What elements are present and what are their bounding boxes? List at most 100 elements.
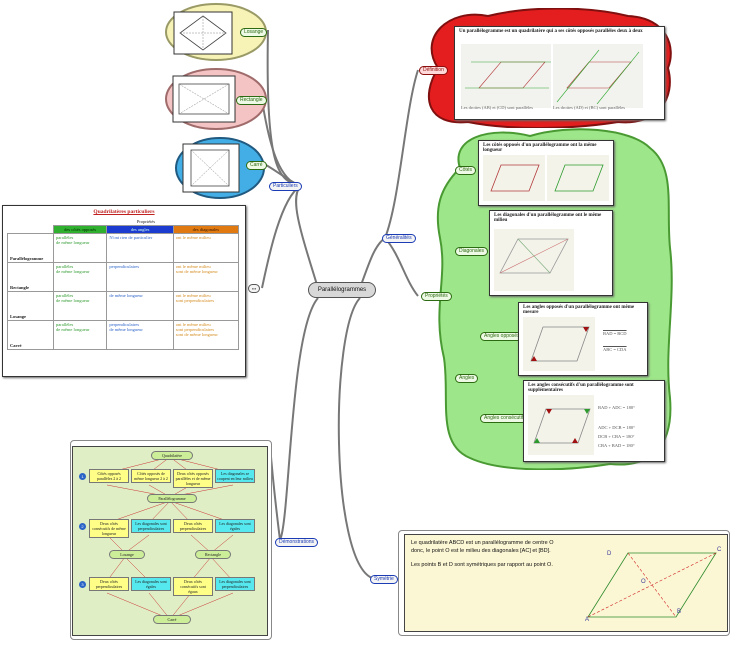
- demo-r3-2: Deux côtés consécutifs sont égaux: [173, 577, 213, 596]
- branch-demonstrations[interactable]: Démonstrations: [275, 538, 319, 547]
- sym-point-a: A: [585, 617, 590, 623]
- diagonales-title: Les diagonales d'un parallélogramme ont …: [494, 213, 602, 223]
- losange-label[interactable]: Losange: [240, 28, 268, 37]
- angles-consecutifs-eq3: DCB + CBA = 180°: [598, 434, 635, 439]
- cotes-figure-2: [547, 155, 609, 201]
- quad-table-group: Propriétés: [136, 219, 156, 224]
- demo-r2-1: Les diagonales sont perpendiculaires: [131, 519, 171, 533]
- angles-opposes-eq2: ABC = CDA: [603, 347, 627, 352]
- branch-symetrie[interactable]: Symétrie: [370, 575, 398, 584]
- sym-point-o: O: [641, 579, 646, 585]
- cotes-card: Les côtés opposés d'un parallélogramme o…: [478, 140, 614, 206]
- definition-caption-left: Les droites (AB) et (CD) sont parallèles: [461, 105, 533, 110]
- quad-table-cell-item: de même longueur: [56, 298, 90, 303]
- quad-table-cell-item: sont perpendiculaires: [175, 327, 215, 332]
- cotes-title: Les côtés opposés d'un parallélogramme o…: [483, 143, 597, 153]
- quad-table-cell-item: ont le même milieu: [175, 264, 211, 269]
- demo-r3-3: Les diagonales sont perpendiculaires: [215, 577, 255, 591]
- symetrie-line1: Le quadrilatère ABCD est un parallélogra…: [411, 540, 554, 546]
- sym-point-d: D: [607, 551, 612, 557]
- angles-consecutifs-eq4: CBA + BAD = 180°: [598, 443, 635, 448]
- angles-opposes-figure: [523, 317, 595, 371]
- rectangle-label[interactable]: Rectangle: [236, 96, 267, 105]
- diagonales-label[interactable]: Diagonales: [455, 247, 489, 256]
- demo-r2-0: Deux côtés consécutifs de même longueur: [89, 519, 129, 538]
- branch-particuliers[interactable]: Particuliers: [269, 182, 302, 191]
- proprietes-label[interactable]: Propriétés: [421, 292, 452, 301]
- demo-parallelogramme: Parallélogramme: [147, 494, 197, 503]
- quad-table-cell-item: parallèles: [56, 293, 74, 298]
- central-topic-text: Parallélogrammes: [317, 287, 367, 293]
- quad-table-card: Quadrilatères particuliers Propriétés de…: [2, 205, 246, 377]
- central-topic[interactable]: Parallélogrammes: [308, 282, 376, 298]
- definition-figure-left: [461, 44, 551, 108]
- quad-table-cell-item: de même longueur: [56, 327, 90, 332]
- demo-r2-3: Les diagonales sont égales: [215, 519, 255, 533]
- diagonales-card: Les diagonales d'un parallélogramme ont …: [489, 210, 613, 296]
- demo-r2-2: Deux côtés perpendiculaires: [173, 519, 213, 533]
- angles-consecutifs-eq2: ADC + DCB = 180°: [598, 425, 635, 430]
- angles-label[interactable]: Angles: [455, 374, 479, 383]
- demo-rectangle: Rectangle: [195, 550, 231, 559]
- demo-r3-1: Les diagonales sont égales: [131, 577, 171, 591]
- quad-table-cell-item: ont le même milieu: [175, 293, 211, 298]
- quad-table-cell: ont le même milieu: [172, 233, 240, 263]
- definition-label[interactable]: Définition: [419, 66, 448, 75]
- quad-table-cell: perpendiculaires: [106, 262, 174, 292]
- quad-table-cell-item: de même longueur: [56, 269, 90, 274]
- quad-table-cell-item: sont de même longueur: [175, 269, 218, 274]
- demo-r1-3: Les diagonales se coupent en leur milieu: [215, 469, 255, 483]
- quad-table-row-name: Carré: [7, 320, 54, 350]
- symetrie-line3: Les points B et D sont symétriques par r…: [411, 562, 553, 568]
- sym-point-c: C: [717, 547, 722, 553]
- demo-step-3: 3: [79, 581, 86, 588]
- symetrie-line2: donc, le point O est le milieu des diago…: [411, 548, 551, 554]
- quad-table-cell-item: sont perpendiculaires: [175, 298, 215, 303]
- angles-opposes-title: Les angles opposés d'un parallélogramme …: [523, 305, 635, 315]
- col-angles: des angles: [106, 225, 174, 234]
- quad-table-cell-item: perpendiculaires: [109, 322, 140, 327]
- quad-table: Propriétés des côtés opposés des angles …: [7, 218, 240, 350]
- demo-r1-1: Côtés opposés de même longueur 2 à 2: [131, 469, 171, 483]
- angles-consecutifs-title: Les angles consécutifs d'un parallélogra…: [528, 383, 634, 393]
- quad-table-title: Quadrilatères particuliers: [93, 209, 155, 215]
- quad-table-cell-item: N'ont rien de particulier: [109, 235, 153, 240]
- branch-generalites[interactable]: Généralités: [382, 234, 416, 243]
- demo-r3-0: Deux côtés perpendiculaires: [89, 577, 129, 591]
- symetrie-figure: [587, 552, 717, 618]
- angles-opposes-eq1: BAD = BCD: [603, 331, 627, 336]
- quad-table-cell-item: ont le même milieu: [175, 235, 211, 240]
- quad-table-cell: N'ont rien de particulier: [106, 233, 174, 263]
- quad-table-cell-item: sont de même longueur: [175, 332, 218, 337]
- demo-step-1: 1: [79, 473, 86, 480]
- demo-r1-0: Côtés opposés parallèles 2 à 2: [89, 469, 129, 483]
- sym-point-b: B: [677, 609, 682, 615]
- quad-table-cell-item: perpendiculaires: [109, 264, 140, 269]
- cotes-figure-1: [483, 155, 545, 201]
- definition-text: Un parallélogramme est un quadrilatère q…: [459, 29, 643, 34]
- quad-table-cell-item: ont le même milieu: [175, 322, 211, 327]
- demo-losange: Losange: [109, 550, 145, 559]
- carre-label[interactable]: Carré: [246, 161, 267, 170]
- definition-figure-right: [553, 44, 643, 108]
- rectangle-cloud: [165, 68, 267, 130]
- quad-table-cell-item: parallèles: [56, 322, 74, 327]
- demonstrations-diagram: Quadrilatère Côtés opposés parallèles 2 …: [72, 446, 268, 636]
- quad-table-cell-item: de même longueur: [109, 293, 143, 298]
- demo-carre: Carré: [153, 615, 191, 624]
- quad-table-cell-item: de même longueur: [56, 240, 90, 245]
- table-collapse-tag[interactable]: ▪▪▪: [248, 284, 261, 293]
- quad-table-cell-item: de même longueur: [109, 327, 143, 332]
- quad-table-row-name: Parallélogramme: [7, 233, 54, 263]
- cotes-label[interactable]: Côtés: [455, 166, 477, 175]
- diagonales-figure: [494, 229, 574, 291]
- angles-consecutifs-eq1: BAD + ADC = 180°: [598, 405, 635, 410]
